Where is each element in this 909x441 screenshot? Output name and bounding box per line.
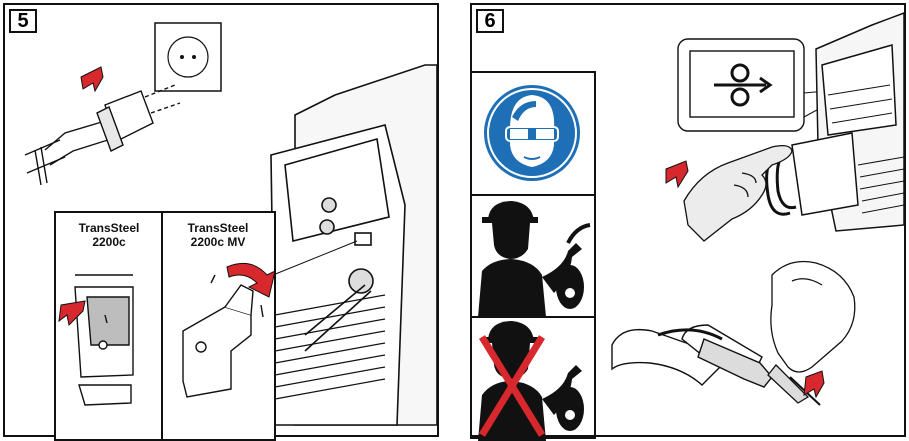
inset-right-line2: 2200c MV [190,235,246,249]
wire-feed-illustration [611,11,905,406]
press-feed-button-arrow-icon [665,160,689,189]
power-plug-illustration [24,22,438,441]
hand-pressing-button [683,145,793,242]
plug [24,84,181,186]
welding-torch [611,324,773,388]
inset-left-label: TransSteel 2200c [57,221,161,249]
rotary-knob [182,274,264,398]
eye-protection-required-icon [472,85,596,196]
turn-knob-arrow-icon [226,262,276,298]
inset-left-line2: 2200c [92,235,126,249]
step-number: 5 [9,9,37,33]
welding-machine [270,64,438,426]
inset-left-line1: TransSteel [78,221,140,235]
welder-crossed-out-icon [478,321,584,441]
welder-with-helmet-icon [472,201,596,318]
rocker-switch [74,274,134,406]
cut-wire-arrow-icon [803,370,825,399]
step-5-panel: 5 [3,3,439,441]
step-6-panel: 6 [470,3,906,441]
inset-right-line1: TransSteel [187,221,249,235]
welding-machine [765,11,905,232]
step-number: 6 [476,9,504,33]
press-switch-arrow-icon [58,300,86,327]
wire-feed-button-icon [714,63,773,107]
inset-right-label: TransSteel 2200c MV [165,221,271,249]
insert-plug-arrow-icon [80,66,104,93]
hand-with-cutter [767,260,856,406]
